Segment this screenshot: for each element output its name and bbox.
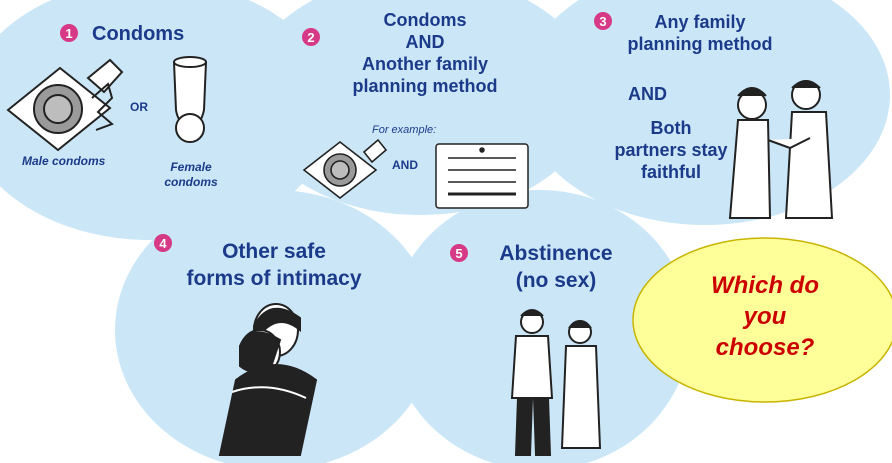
option-2-title-line3: Another family — [361, 53, 489, 74]
option-3-body: Both partners stay faithful — [604, 118, 738, 184]
option-3-body-line1: Both — [650, 118, 692, 138]
option-4-title: Other safe forms of intimacy — [154, 238, 394, 293]
option-4-title-line1: Other safe — [222, 240, 326, 263]
question-line1: Which do — [711, 272, 819, 299]
condom-packet-small — [302, 138, 388, 200]
male-condom-packet — [6, 58, 124, 152]
female-condoms-caption-text: Female condoms — [164, 160, 218, 189]
question-bubble — [632, 237, 892, 403]
option-1-or-label: OR — [130, 100, 148, 114]
option-2-title: Condoms AND Another family planning meth… — [310, 10, 540, 98]
option-3-body-line3: faithful — [641, 161, 701, 182]
option-4-title-line2: forms of intimacy — [186, 267, 362, 291]
example-label: For example: — [372, 124, 437, 136]
male-condoms-caption: Male condoms — [22, 154, 106, 168]
female-condom — [172, 56, 208, 143]
option-1-title: Condoms — [92, 23, 185, 45]
option-5-title-line2: (no sex) — [515, 269, 597, 293]
option-5-title: Abstinence (no sex) — [476, 240, 636, 295]
option-3-and-label: AND — [628, 84, 667, 104]
hugging-couple-illustration — [218, 303, 318, 456]
option-2-and-label: AND — [392, 158, 418, 172]
option-3-title-line1: Any family — [654, 12, 746, 32]
pill-pack — [435, 143, 529, 209]
question-line2: you — [743, 303, 787, 331]
bubble-1 — [0, 0, 335, 240]
option-2-title-line2: AND — [405, 31, 445, 52]
option-3-title-line2: planning method — [627, 33, 773, 54]
question-text: Which do you choose? — [670, 270, 860, 364]
option-2-title-line1: Condoms — [383, 10, 467, 30]
number-badge-2: 2 — [302, 28, 320, 46]
female-condoms-caption: Female condoms — [156, 160, 226, 189]
option-3-body-line2: partners stay — [614, 139, 728, 160]
option-5-title-line1: Abstinence — [499, 242, 613, 265]
number-badge-4: 4 — [154, 234, 172, 252]
number-badge-1: 1 — [60, 24, 78, 42]
option-2-title-line4: planning method — [352, 75, 498, 96]
number-badge-5: 5 — [450, 244, 468, 262]
option-3-title: Any family planning method — [600, 12, 800, 56]
question-line3: choose? — [715, 334, 815, 362]
number-badge-3: 3 — [594, 12, 612, 30]
couple-illustration — [728, 80, 834, 219]
standing-couple-illustration — [510, 309, 602, 456]
